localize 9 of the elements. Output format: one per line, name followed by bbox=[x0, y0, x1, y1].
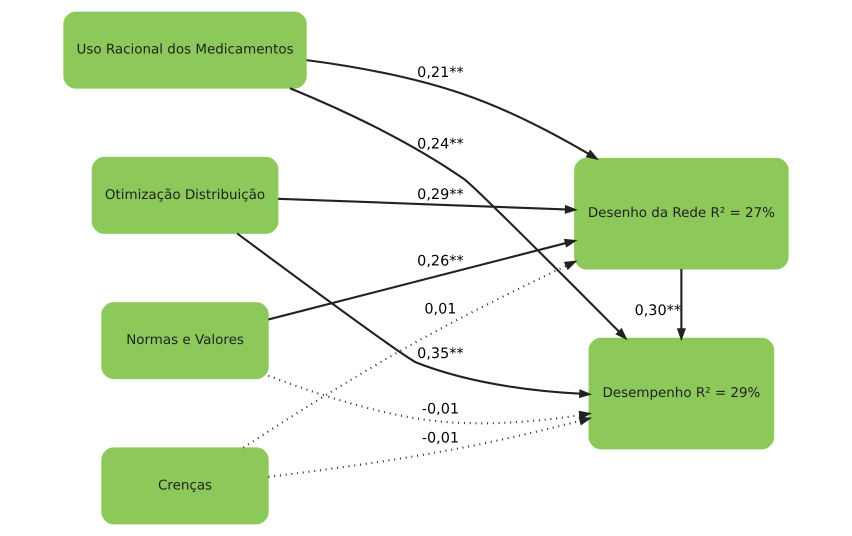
edge-label: 0,01 bbox=[424, 302, 456, 318]
edge-label: 0,29** bbox=[417, 187, 464, 204]
edge-label: -0,01 bbox=[422, 402, 460, 418]
edge-label: 0,21** bbox=[417, 65, 464, 82]
edge-label: 0,24** bbox=[417, 136, 464, 152]
edge-label: 0,30** bbox=[634, 302, 682, 319]
edge-label: -0,01 bbox=[422, 430, 460, 447]
edge-label: 0,35** bbox=[417, 346, 464, 362]
edge-label: 0,26** bbox=[417, 254, 464, 270]
